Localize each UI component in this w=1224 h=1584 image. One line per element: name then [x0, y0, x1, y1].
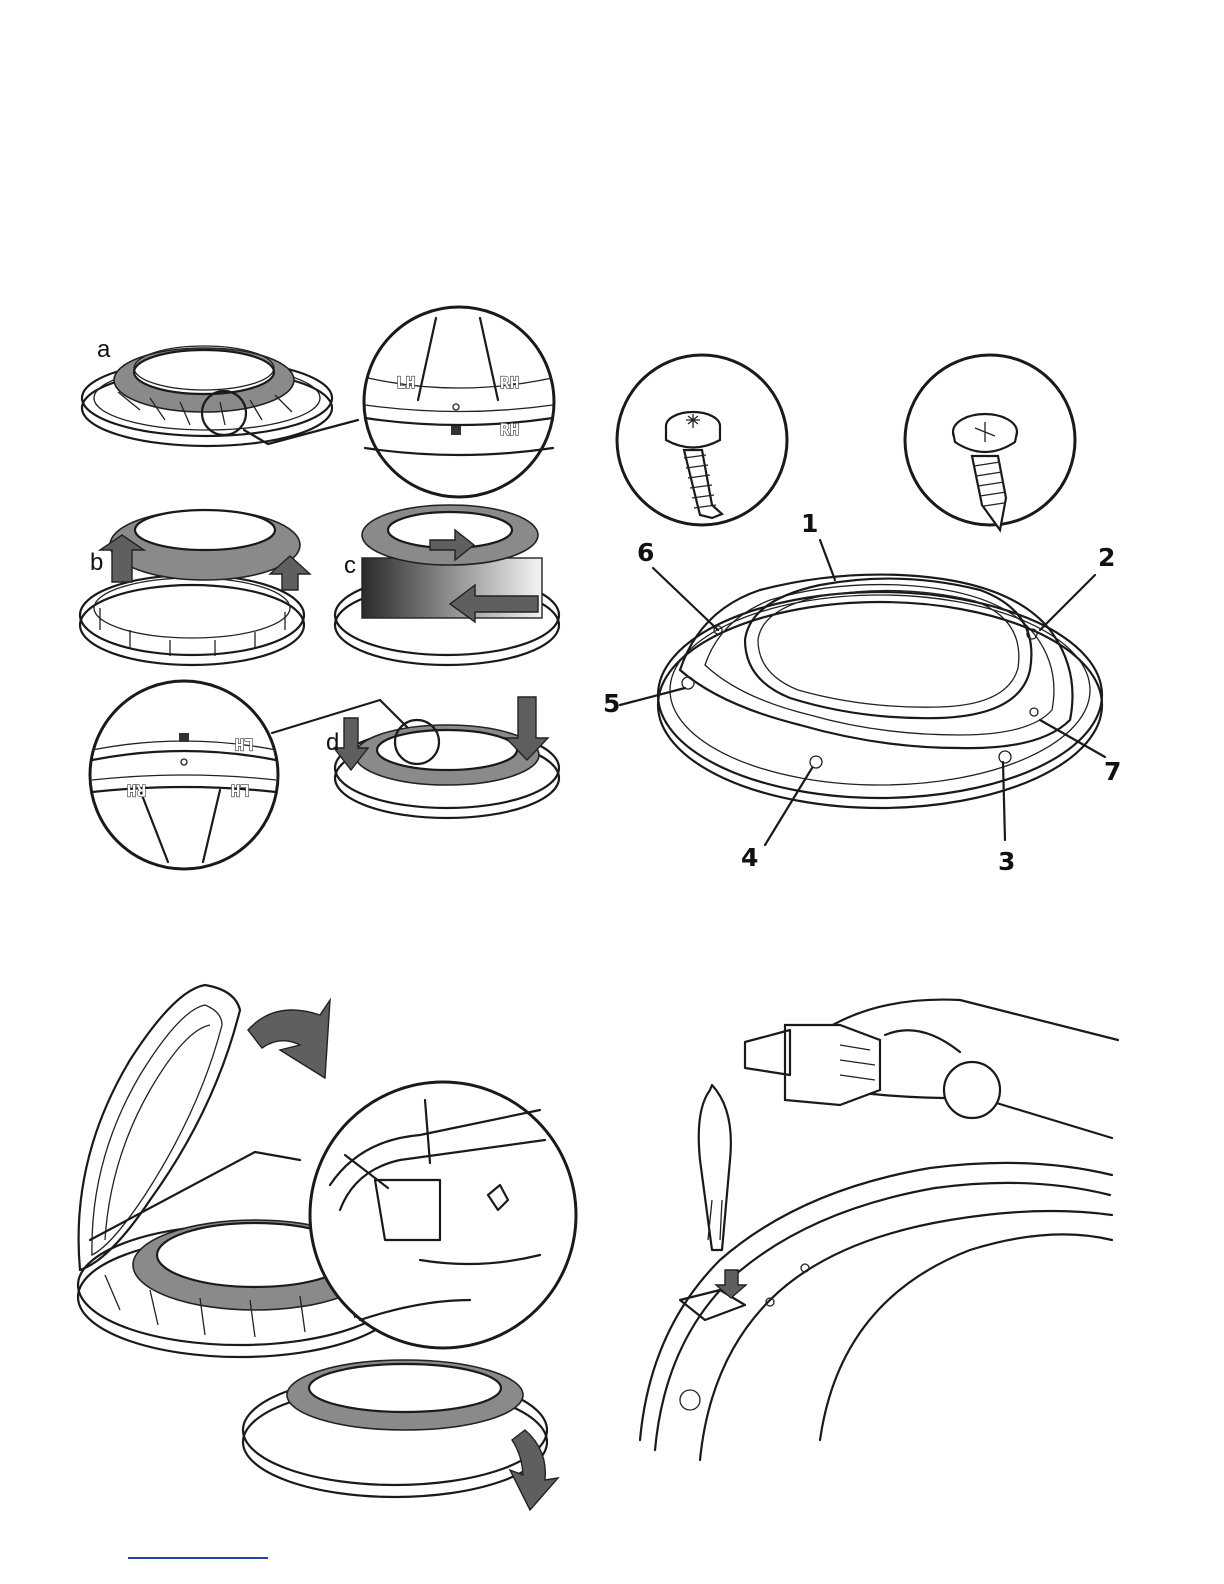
- torx-screw-detail: [617, 355, 787, 525]
- callout-2: 2: [1098, 543, 1115, 572]
- figure-2-screw-locations: torx-screw-icon: [603, 0, 1224, 876]
- step-label-c: c: [344, 552, 356, 579]
- callout-5: 5: [603, 689, 620, 718]
- hinge-detail-magnifier: [310, 1082, 576, 1348]
- callout-3: 3: [998, 847, 1015, 876]
- tag-rh-bottom: RH: [127, 781, 146, 800]
- tag-lh-top: LH: [396, 373, 415, 392]
- tub-ring-diagram: [620, 540, 1105, 845]
- step-b-lift: [80, 510, 310, 665]
- step-label-a: a: [97, 336, 111, 363]
- detail-bottom-magnifier: [90, 681, 410, 869]
- step-label-d: d: [326, 729, 339, 756]
- tag-rh-lower: RH: [500, 420, 519, 439]
- curved-arrow-icon: [248, 1000, 330, 1078]
- tag-rh-top: RH: [500, 373, 519, 392]
- detail-top-magnifier: [364, 307, 554, 497]
- figure-4-hinge-release: [640, 1000, 1118, 1460]
- callout-1: 1: [801, 509, 818, 538]
- step-label-b: b: [90, 549, 103, 576]
- step-d-press: [334, 697, 559, 818]
- figure-1-ring-steps: a LH RH RH b: [80, 307, 559, 869]
- down-curved-arrow-icon: [510, 1430, 558, 1510]
- phillips-screw-detail: [905, 355, 1075, 530]
- callout-6: 6: [637, 538, 654, 567]
- footer-link-underline[interactable]: [128, 1557, 268, 1559]
- tag-lh-bottom-1: LH: [235, 735, 254, 754]
- step-a-assembly: [82, 346, 358, 446]
- figure-3-lid-removal: [78, 985, 576, 1510]
- step-c-rotate: [335, 505, 559, 665]
- down-arrow-icon: [716, 1270, 746, 1298]
- tag-lh-bottom-2: LH: [231, 781, 250, 800]
- callout-4: 4: [741, 843, 758, 872]
- callout-7: 7: [1104, 757, 1121, 786]
